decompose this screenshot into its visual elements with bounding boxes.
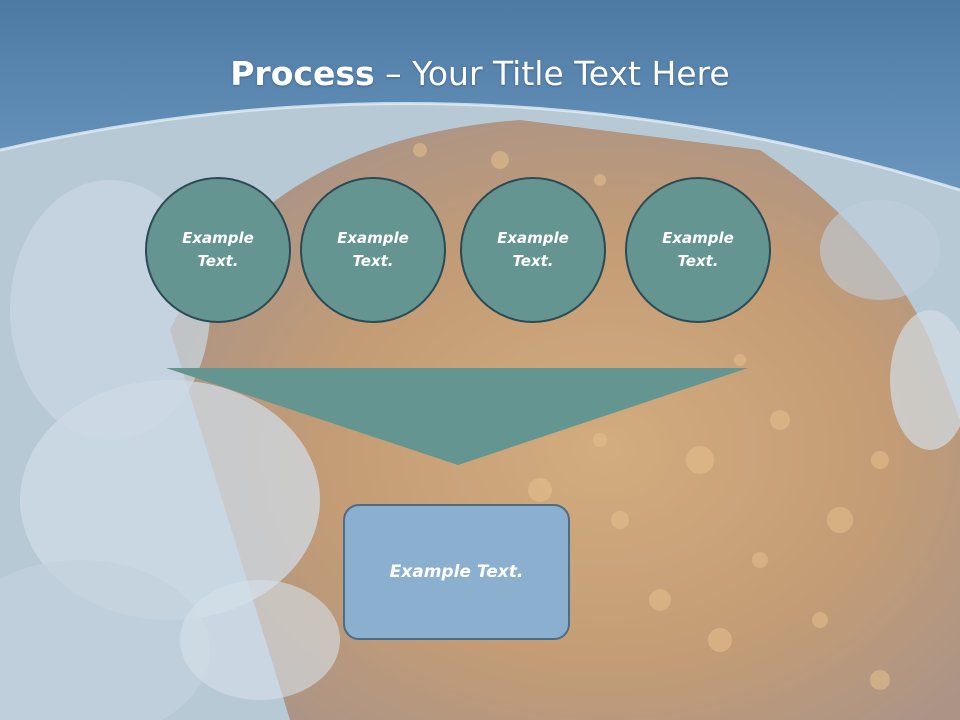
process-circle-2[interactable]: Example Text. <box>300 177 446 323</box>
process-circle-label: Example Text. <box>497 229 569 270</box>
slide-title: Process – Your Title Text Here <box>0 52 960 96</box>
process-circle-4[interactable]: Example Text. <box>625 177 771 323</box>
process-circle-1[interactable]: Example Text. <box>145 177 291 323</box>
funnel-arrow[interactable] <box>166 368 748 466</box>
result-box[interactable]: Example Text. <box>343 504 570 640</box>
title-rest: – Your Title Text Here <box>374 54 730 93</box>
result-box-label: Example Text. <box>389 562 524 582</box>
title-bold: Process <box>230 54 375 93</box>
process-circle-label: Example Text. <box>337 229 409 270</box>
process-circle-label: Example Text. <box>662 229 734 270</box>
process-circle-3[interactable]: Example Text. <box>460 177 606 323</box>
process-circle-label: Example Text. <box>182 229 254 270</box>
